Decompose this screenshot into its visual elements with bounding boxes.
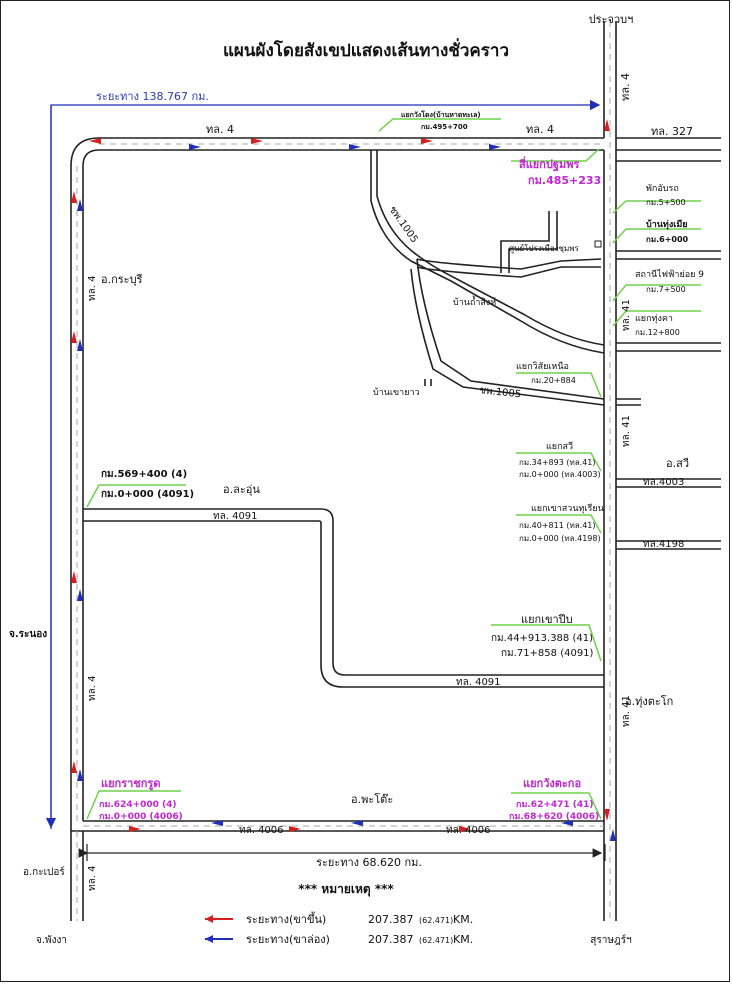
junction-ks-name: แยกเขาสวนทุเรียน [531,503,604,514]
junction-wangtakor-km1: กม.62+471 (41) [516,800,594,810]
label-wangdong-km: กม.495+700 [421,123,468,131]
legend-down-unit: KM. [453,933,473,946]
place-laun: อ.ละอุ่น [223,483,260,496]
label-route4006-b: ทล. 4006 [446,825,491,836]
east-point-km: กม.6+000 [646,235,689,244]
road-route4-top [99,137,604,151]
legend-up-unit: KM. [453,913,473,926]
legend-title: *** หมายเหตุ *** [298,882,394,897]
place-suratthani: สุราษฎร์ฯ [590,934,631,946]
bottom-distance-line [78,844,606,861]
label-route4091-a: ทล. 4091 [213,511,258,522]
east-point-km: กม.7+500 [646,285,686,294]
legend-up-label: ระยะทาง(ขาขึ้น) [246,911,326,926]
place-ranong: จ.ระนอง [9,629,47,640]
place-banthamsing: บ้านถ้ำสิงห์ [453,295,496,308]
road-route41 [603,150,617,921]
legend-down-label: ระยะทาง(ขาล่อง) [246,933,330,946]
junction-sawi-km2: กม.0+000 (ทล.4003) [519,470,601,479]
junction-khaopip-name: แยกเขาปีบ [521,613,573,626]
label-route327: ทล. 327 [651,125,693,138]
label-route4006-a: ทล. 4006 [239,825,284,836]
label-chp1005-a: ชพ.1005 [387,204,420,245]
road-network [70,21,721,921]
label-route4-west-c: ทล. 4 [87,866,98,891]
place-bus-center: ศูนย์โปรงเมืองชุมพร [509,243,580,254]
label-bottom-distance: ระยะทาง 68.620 กม. [316,856,422,869]
east-point-name: สถานีไฟฟ้าย่อย 9 [635,269,704,280]
east-point-name: แยกวิสัยเหนือ [516,361,569,372]
up-arrows [71,119,610,832]
junction-laun-km2: กม.0+000 (4091) [101,489,194,500]
road-route4006 [71,820,604,832]
legend-up-value: 207.387 [368,913,414,926]
junction-khaopip-km2: กม.71+858 (4091) [501,648,594,659]
place-phato: อ.พะโต๊ะ [351,792,393,806]
label-route4091-b: ทล. 4091 [456,677,501,688]
junction-ratchakrut-km1: กม.624+000 (4) [99,800,177,810]
junction-ratchakrut-name: แยกราชกรูด [101,777,160,791]
label-route4-west-a: ทล. 4 [87,276,98,301]
place-kapoe: อ.กะเปอร์ [23,866,65,878]
label-prachuap: ประจวบฯ [589,13,634,26]
label-route4-west-b: ทล. 4 [87,676,98,701]
bus-center-marker [594,240,602,248]
label-route4-top-right: ทล. 4 [526,123,554,136]
legend: *** หมายเหตุ *** ระยะทาง(ขาขึ้น) 207.387… [205,882,473,946]
junction-laun-km1: กม.569+400 (4) [101,469,187,480]
label-pathomphon: สี่แยกปฐมพร [519,156,580,172]
label-wangdong: แยกวังโดง(บ้านหาดทะเล) [401,110,481,119]
east-point-name: แยกทุ่งคา [635,314,673,324]
label-route4198: ทล.4198 [643,539,684,550]
east-point-km: กม.20+884 [531,376,576,385]
junction-sawi-km1: กม.34+893 (ทล.41) [519,458,596,467]
junction-ks-km1: กม.40+811 (ทล.41) [519,521,596,530]
east-point-km: กม.5+500 [646,198,686,207]
label-route41-c: ทล. 41 [621,695,632,727]
east-point-name: พักอับรถ [646,184,679,194]
place-phangnga: จ.พังงา [36,935,67,946]
label-route4-north: ทล. 4 [619,73,632,101]
junction-khaopip-km1: กม.44+913.388 (41) [491,633,593,644]
place-sawi: อ.สวี [666,457,689,470]
label-route4003: ทล.4003 [643,477,684,488]
junction-ks-km2: กม.0+000 (ทล.4198) [519,534,601,543]
label-top-distance: ระยะทาง 138.767 กม. [96,90,209,103]
place-thungtako: อ.ทุ่งตะโก [625,694,673,708]
east-point-name: บ้านทุ่งเมีย [646,219,688,230]
road-route4-west [70,166,84,831]
center-dashes [76,21,611,921]
callouts [86,118,701,820]
legend-down-sub: (62.471) [419,936,453,945]
label-route4-top-left: ทล. 4 [206,123,234,136]
junction-ratchakrut-km2: กม.0+000 (4006) [99,812,183,822]
legend-up-sub: (62.471) [419,916,453,925]
place-kraburi: อ.กระบุรี [101,273,143,286]
road-route4091 [83,508,604,676]
legend-down-value: 207.387 [368,933,414,946]
distance-lines [45,99,601,829]
map-title: แผนผังโดยสังเขปแสดงเส้นทางชั่วคราว [223,38,509,61]
junction-wangtakor-km2: กม.68+620 (4006) [509,812,599,822]
place-bankhaoyao: บ้านเขายาว [373,387,420,398]
label-pathomphon-km: กม.485+233 [528,174,601,187]
label-route41-b: ทล. 41 [621,415,632,447]
label-route41-a: ทล. 41 [621,299,632,331]
junction-wangtakor-name: แยกวังตะกอ [523,777,581,790]
label-chp1005-b: ชพ.1005 [479,385,522,400]
junction-sawi-name: แยกสวี [546,441,573,452]
down-arrows [77,144,616,841]
east-point-km: กม.12+800 [635,328,680,337]
